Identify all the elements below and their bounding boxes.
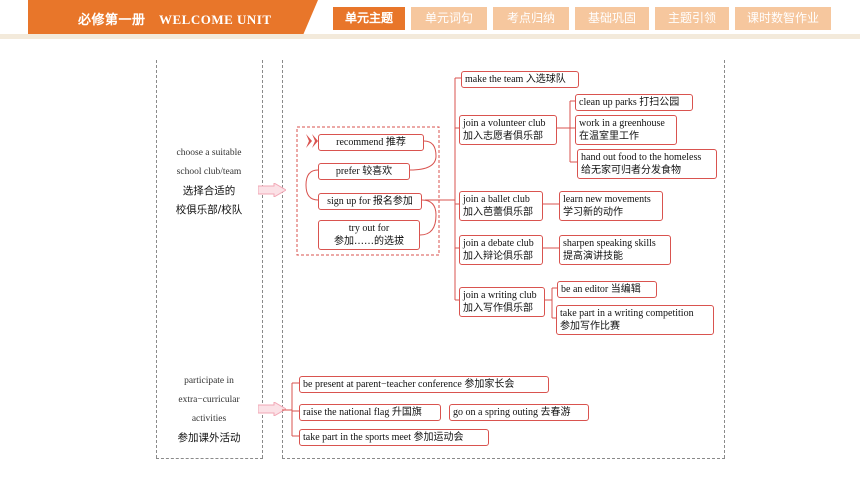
activity-raise-flag: raise the national flag 升国旗	[299, 404, 441, 421]
left-column-border-right	[262, 60, 263, 458]
section2-label: participate in extra−curricular activiti…	[158, 372, 260, 448]
arrow-right-icon	[258, 183, 286, 197]
tab-basic-practice[interactable]: 基础巩固	[575, 7, 649, 30]
activity-clean-up-parks: clean up parks 打扫公园	[575, 94, 693, 111]
left-column-border-left	[156, 60, 157, 458]
section2-cn: 参加课外活动	[177, 432, 241, 444]
activity-sports-meet: take part in the sports meet 参加运动会	[299, 429, 489, 446]
verb-prefer: prefer 较喜欢	[318, 163, 410, 180]
arrow-right-icon	[258, 402, 286, 416]
section1-cn-line1: 选择合适的	[182, 185, 236, 197]
activity-sharpen-speaking-skills: sharpen speaking skills 提高演讲技能	[559, 235, 671, 265]
header-strip	[0, 34, 860, 39]
tab-theme-lead[interactable]: 主题引领	[655, 7, 729, 30]
activity-work-in-greenhouse: work in a greenhouse 在温室里工作	[575, 115, 677, 145]
section1-label: choose a suitable school club/team 选择合适的…	[158, 144, 260, 220]
activity-learn-new-movements: learn new movements 学习新的动作	[559, 191, 663, 221]
tab-unit-vocabulary[interactable]: 单元词句	[411, 7, 487, 30]
section1-en-line1: choose a suitable	[176, 148, 242, 158]
left-column-border-bottom	[156, 458, 263, 459]
activity-parent-teacher-conference: be present at parent−teacher conference …	[299, 376, 549, 393]
verb-sign-up-for: sign up for 报名参加	[318, 193, 422, 210]
tab-homework[interactable]: 课时数智作业	[735, 7, 831, 30]
club-ballet: join a ballet club 加入芭蕾俱乐部	[459, 191, 543, 221]
right-column-border-left	[282, 60, 283, 458]
verb-recommend: recommend 推荐	[318, 134, 424, 151]
tab-unit-theme[interactable]: 单元主题	[333, 7, 405, 30]
activity-be-an-editor: be an editor 当编辑	[557, 281, 657, 298]
activity-writing-competition: take part in a writing competition 参加写作比…	[556, 305, 714, 335]
right-column-border-bottom	[282, 458, 725, 459]
top-bar: 必修第一册 WELCOME UNIT 单元主题 单元词句 考点归纳 基础巩固 主…	[0, 0, 860, 39]
section1-cn-line2: 校俱乐部/校队	[175, 204, 243, 216]
section1-en-line2: school club/team	[176, 167, 242, 177]
activity-spring-outing: go on a spring outing 去春游	[449, 404, 589, 421]
section2-en-line3: activities	[191, 414, 227, 424]
verb-try-out-for: try out for 参加……的选拔	[318, 220, 420, 250]
section2-en-line1: participate in	[184, 376, 234, 386]
club-volunteer: join a volunteer club 加入志愿者俱乐部	[459, 115, 557, 145]
club-make-the-team: make the team 入选球队	[461, 71, 579, 88]
club-writing: join a writing club 加入写作俱乐部	[459, 287, 545, 317]
club-debate: join a debate club 加入辩论俱乐部	[459, 235, 543, 265]
right-column-border-right	[724, 60, 725, 458]
activity-hand-out-food: hand out food to the homeless 给无家可归者分发食物	[577, 149, 717, 179]
section2-en-line2: extra−curricular	[178, 395, 240, 405]
tab-key-points[interactable]: 考点归纳	[493, 7, 569, 30]
unit-title-tab: 必修第一册 WELCOME UNIT	[28, 0, 318, 34]
unit-title: 必修第一册 WELCOME UNIT	[78, 12, 272, 27]
